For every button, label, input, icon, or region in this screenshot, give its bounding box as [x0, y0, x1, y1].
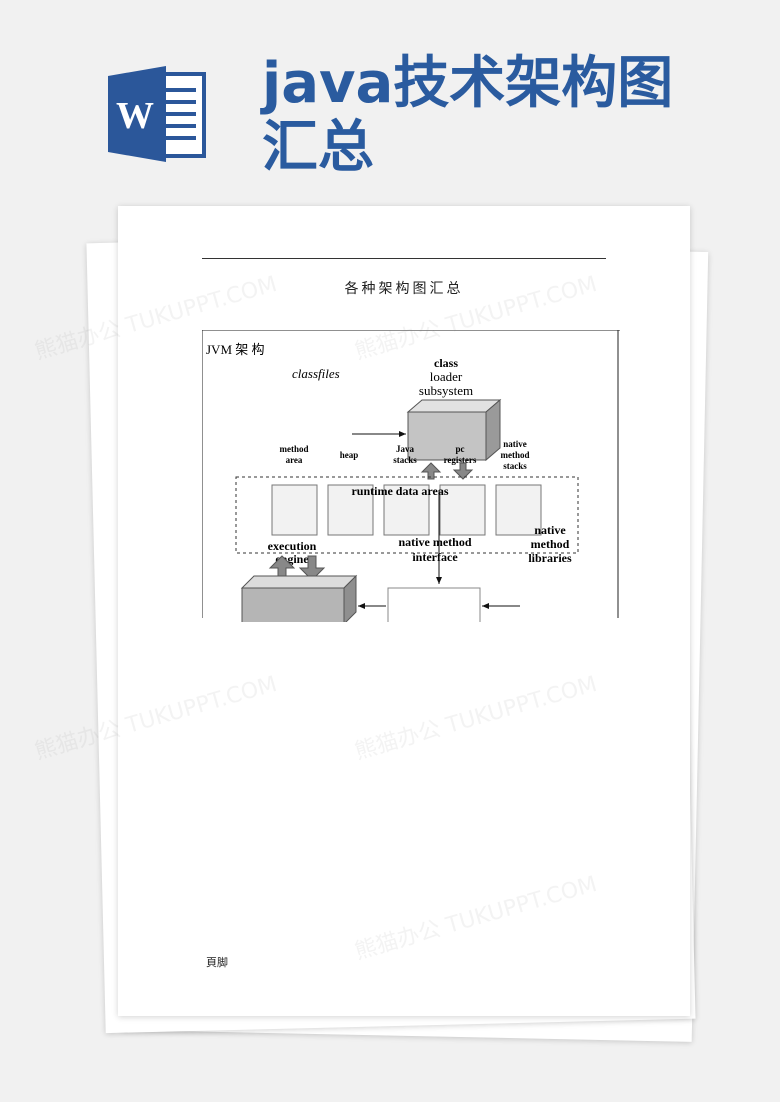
loader-up-arrow — [420, 462, 442, 480]
native-interface-label-1: native method — [399, 535, 472, 549]
native-stacks-label-3: stacks — [503, 461, 527, 471]
jvm-architecture-diagram: JVM 架 构 classfiles class loader subsyste… — [202, 330, 620, 622]
document-header: 各种架构图汇总 — [344, 281, 464, 297]
page-title: java技术架构图汇总 — [262, 51, 674, 180]
heap-block — [327, 484, 374, 536]
class-loader-label-2: loader — [430, 369, 463, 384]
pc-registers-label-2: registers — [444, 455, 477, 465]
heap-label: heap — [340, 450, 359, 460]
native-interface-label-2: interface — [412, 550, 458, 564]
runtime-data-areas-region — [235, 476, 579, 554]
loader-down-arrow — [452, 462, 474, 480]
engine-down-arrow — [298, 555, 326, 581]
java-stacks-block — [383, 484, 430, 536]
word-logo-icon: W — [108, 66, 206, 162]
class-loader-label-3: subsystem — [419, 383, 473, 398]
java-stacks-label-2: stacks — [393, 455, 417, 465]
native-libraries-label-2: method — [531, 537, 570, 551]
pc-registers-block — [439, 484, 486, 536]
classfiles-label: classfiles — [292, 366, 340, 381]
native-stacks-label-2: method — [501, 450, 530, 460]
native-libraries-label-3: libraries — [528, 551, 572, 565]
document-footer: 頁脚 — [206, 956, 228, 969]
document-page: 各种架构图汇总 JVM 架 构 classfiles class loader … — [118, 206, 690, 1016]
native-interface-box — [387, 587, 481, 622]
pc-registers-label-1: pc — [456, 444, 465, 454]
class-loader-label-1: class — [434, 356, 458, 370]
method-area-label-1: method — [280, 444, 309, 454]
native-libraries-label-1: native — [534, 523, 566, 537]
method-area-label-2: area — [286, 455, 303, 465]
svg-text:W: W — [116, 95, 154, 137]
method-area-block — [271, 484, 318, 536]
native-stacks-block — [495, 484, 542, 536]
diagram-heading: JVM 架 构 — [206, 342, 265, 357]
execution-engine-label-1: execution — [268, 539, 317, 553]
execution-engine-box — [240, 574, 358, 622]
runtime-data-areas-label: runtime data areas — [351, 484, 448, 498]
java-stacks-label-1: Java — [396, 444, 415, 454]
header-rule — [202, 258, 606, 259]
native-stacks-label-1: native — [503, 439, 527, 449]
class-loader-box — [406, 398, 502, 462]
